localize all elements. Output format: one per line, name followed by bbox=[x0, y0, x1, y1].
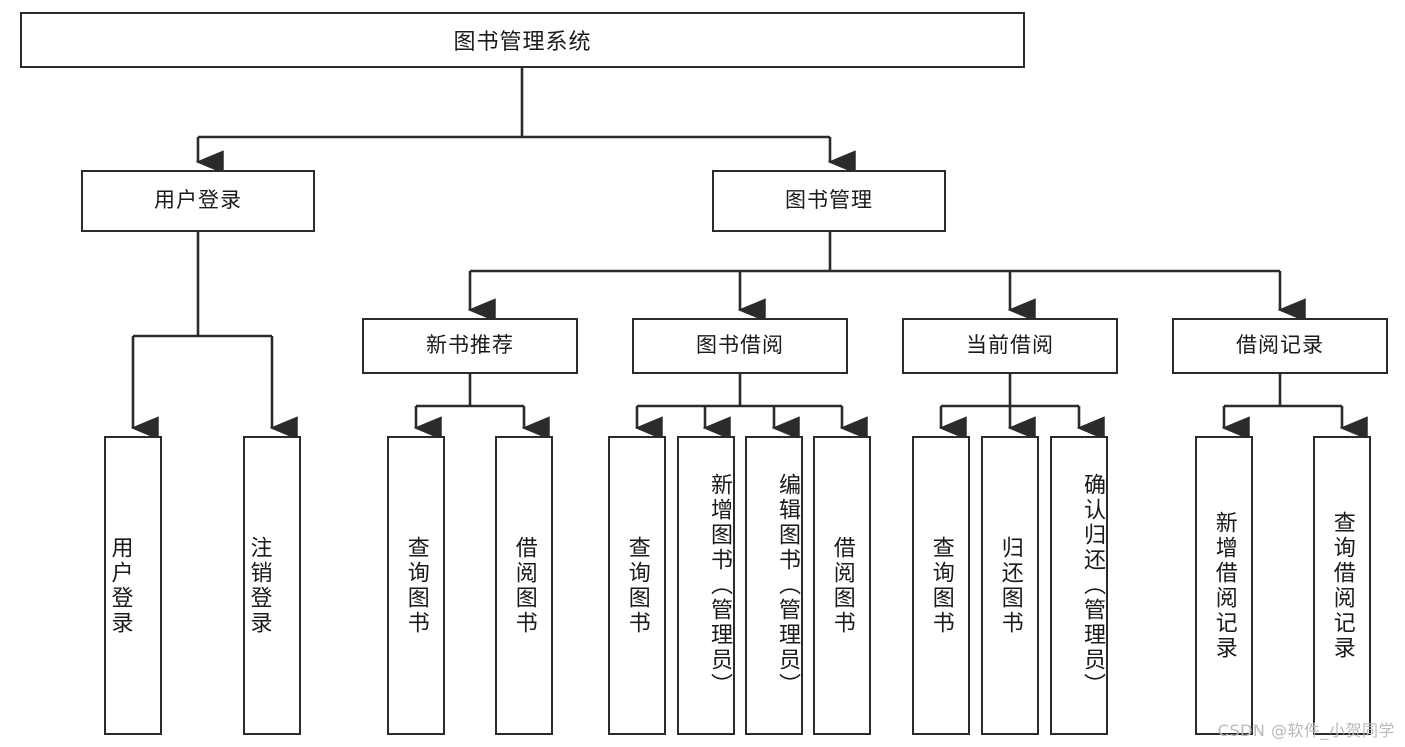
node-leaf-query-book-3[interactable]: 查询图书 bbox=[912, 436, 970, 735]
node-user-login-label: 用户登录 bbox=[154, 188, 242, 213]
node-leaf-edit-book[interactable]: 编辑图书（管理员） bbox=[745, 436, 803, 735]
node-leaf-add-record-label: 新增借阅记录 bbox=[1211, 510, 1237, 661]
node-book-borrow[interactable]: 图书借阅 bbox=[632, 318, 848, 374]
node-leaf-borrow-book-1-label: 借阅图书 bbox=[511, 535, 537, 636]
node-leaf-query-book-1[interactable]: 查询图书 bbox=[387, 436, 445, 735]
node-user-login[interactable]: 用户登录 bbox=[81, 170, 315, 232]
node-leaf-edit-book-label: 编辑图书（管理员） bbox=[775, 473, 800, 698]
node-leaf-borrow-book-2-label: 借阅图书 bbox=[829, 535, 855, 636]
node-leaf-query-book-2[interactable]: 查询图书 bbox=[608, 436, 666, 735]
node-leaf-borrow-book-1[interactable]: 借阅图书 bbox=[495, 436, 553, 735]
node-leaf-confirm-return[interactable]: 确认归还（管理员） bbox=[1050, 436, 1108, 735]
node-leaf-return-book[interactable]: 归还图书 bbox=[981, 436, 1039, 735]
node-book-manage-label: 图书管理 bbox=[785, 188, 873, 213]
node-leaf-add-record[interactable]: 新增借阅记录 bbox=[1195, 436, 1253, 735]
node-root[interactable]: 图书管理系统 bbox=[20, 12, 1025, 68]
node-leaf-query-book-1-label: 查询图书 bbox=[403, 535, 429, 636]
watermark: CSDN @软件_小贺同学 bbox=[1217, 721, 1395, 740]
node-current-borrow-label: 当前借阅 bbox=[966, 333, 1054, 358]
node-current-borrow[interactable]: 当前借阅 bbox=[902, 318, 1118, 374]
node-leaf-user-login-label: 用户登录 bbox=[107, 535, 133, 636]
node-leaf-query-record-label: 查询借阅记录 bbox=[1329, 510, 1355, 661]
node-leaf-query-book-2-label: 查询图书 bbox=[624, 535, 650, 636]
node-borrow-record[interactable]: 借阅记录 bbox=[1172, 318, 1388, 374]
node-leaf-logout[interactable]: 注销登录 bbox=[243, 436, 301, 735]
node-leaf-user-login[interactable]: 用户登录 bbox=[104, 436, 162, 735]
node-new-book-rec[interactable]: 新书推荐 bbox=[362, 318, 578, 374]
node-book-manage[interactable]: 图书管理 bbox=[712, 170, 946, 232]
node-leaf-query-book-3-label: 查询图书 bbox=[928, 535, 954, 636]
node-new-book-rec-label: 新书推荐 bbox=[426, 333, 514, 358]
node-borrow-record-label: 借阅记录 bbox=[1236, 333, 1324, 358]
node-leaf-query-record[interactable]: 查询借阅记录 bbox=[1313, 436, 1371, 735]
node-leaf-return-book-label: 归还图书 bbox=[997, 535, 1023, 636]
node-leaf-confirm-return-label: 确认归还（管理员） bbox=[1080, 473, 1105, 698]
node-book-borrow-label: 图书借阅 bbox=[696, 333, 784, 358]
node-leaf-logout-label: 注销登录 bbox=[246, 535, 272, 636]
node-root-label: 图书管理系统 bbox=[453, 30, 592, 55]
node-leaf-add-book[interactable]: 新增图书（管理员） bbox=[677, 436, 735, 735]
node-leaf-add-book-label: 新增图书（管理员） bbox=[707, 473, 732, 698]
node-leaf-borrow-book-2[interactable]: 借阅图书 bbox=[813, 436, 871, 735]
